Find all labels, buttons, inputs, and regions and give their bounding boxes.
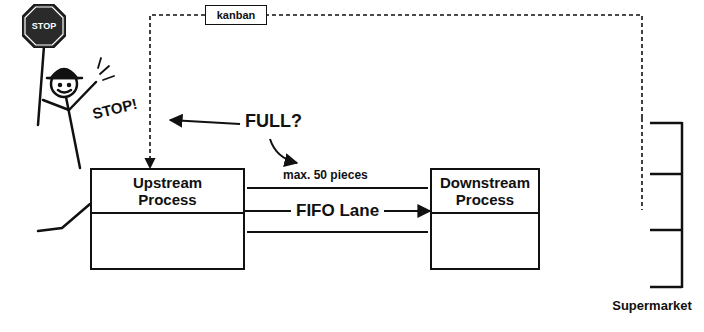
lane-label: FIFO Lane bbox=[291, 201, 384, 221]
stop-sign: STOP bbox=[22, 4, 66, 48]
card-text: kanban bbox=[217, 9, 256, 21]
connector bbox=[150, 15, 205, 168]
sign-rim bbox=[25, 7, 63, 45]
kanban-card: kanban bbox=[205, 5, 267, 25]
sign-text: STOP bbox=[32, 21, 56, 31]
shelf bbox=[650, 122, 682, 125]
shelf-back bbox=[681, 122, 684, 288]
shelf-label: Supermarket bbox=[612, 298, 691, 313]
shelf bbox=[650, 286, 682, 289]
leader-arrow bbox=[170, 120, 240, 124]
capacity-note: max. 50 pieces bbox=[283, 168, 368, 182]
process-name: Upstream Process bbox=[118, 174, 218, 208]
sign-text-holder: STOP bbox=[22, 4, 66, 48]
shelf-label-holder: Supermarket bbox=[610, 296, 694, 314]
process-name: Downstream Process bbox=[437, 174, 533, 208]
supermarket-shelf: Supermarket bbox=[610, 118, 694, 318]
kanban-drop-line bbox=[641, 118, 643, 210]
shelf bbox=[650, 229, 682, 232]
process-box: Upstream Process bbox=[90, 168, 245, 270]
process-header: Upstream Process bbox=[92, 170, 243, 214]
callout-text: STOP! bbox=[91, 95, 139, 123]
shelf bbox=[650, 173, 682, 176]
process-box: Downstream Process bbox=[430, 168, 540, 270]
sign-face bbox=[22, 4, 66, 48]
shelf-bracket bbox=[610, 118, 694, 290]
callout-text: FULL? bbox=[245, 111, 302, 132]
process-header: Downstream Process bbox=[432, 170, 538, 214]
connector bbox=[267, 15, 642, 118]
leader-arrow bbox=[270, 139, 297, 163]
